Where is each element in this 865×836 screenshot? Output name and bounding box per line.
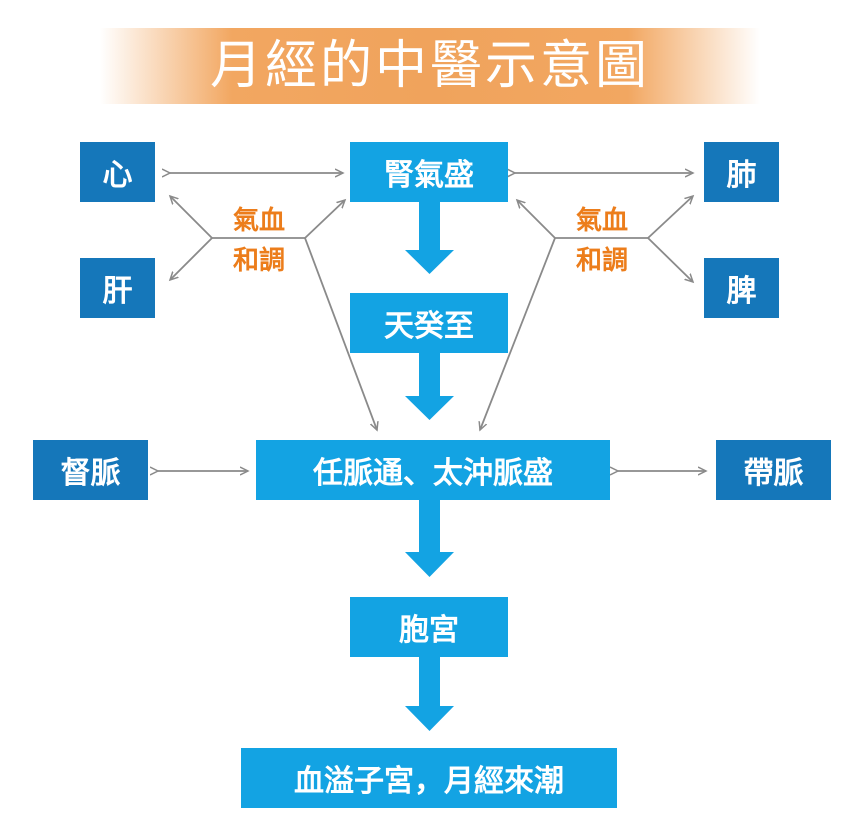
link-left-gan <box>170 237 213 280</box>
node-result: 血溢子宮，月經來潮 <box>241 748 617 808</box>
title-band <box>100 28 760 104</box>
label-right-qixue: 氣血 <box>575 206 628 236</box>
diagram-title: 月經的中醫示意圖 <box>209 36 650 96</box>
label-left-hetiao: 和調 <box>232 246 285 276</box>
node-gan: 肝 <box>80 258 155 318</box>
node-pi: 脾 <box>704 258 779 318</box>
link-right-pi <box>647 237 693 282</box>
link-right-renmai <box>480 237 556 430</box>
link-left-shen <box>304 200 345 239</box>
down-arrow-1 <box>405 200 454 274</box>
node-bao-gong: 胞宮 <box>350 597 508 657</box>
node-ren-mai-tong: 任脈通、太沖脈盛 <box>256 440 610 500</box>
link-left-renmai <box>304 237 377 430</box>
node-shen-qi-sheng: 腎氣盛 <box>350 142 508 202</box>
node-xin: 心 <box>80 142 155 202</box>
node-du-mai: 督脈 <box>33 440 148 500</box>
label-right-hetiao: 和調 <box>575 246 628 276</box>
node-fei: 肺 <box>704 142 779 202</box>
link-right-fei <box>647 196 693 239</box>
link-left-xin <box>170 196 213 239</box>
down-arrow-3 <box>405 499 454 577</box>
down-arrow-2 <box>405 352 454 420</box>
node-dai-mai: 帶脈 <box>716 440 831 500</box>
link-right-shen <box>517 200 556 239</box>
node-tian-gui-zhi: 天癸至 <box>350 293 508 353</box>
label-left-qixue: 氣血 <box>232 206 285 236</box>
down-arrow-4 <box>405 656 454 731</box>
